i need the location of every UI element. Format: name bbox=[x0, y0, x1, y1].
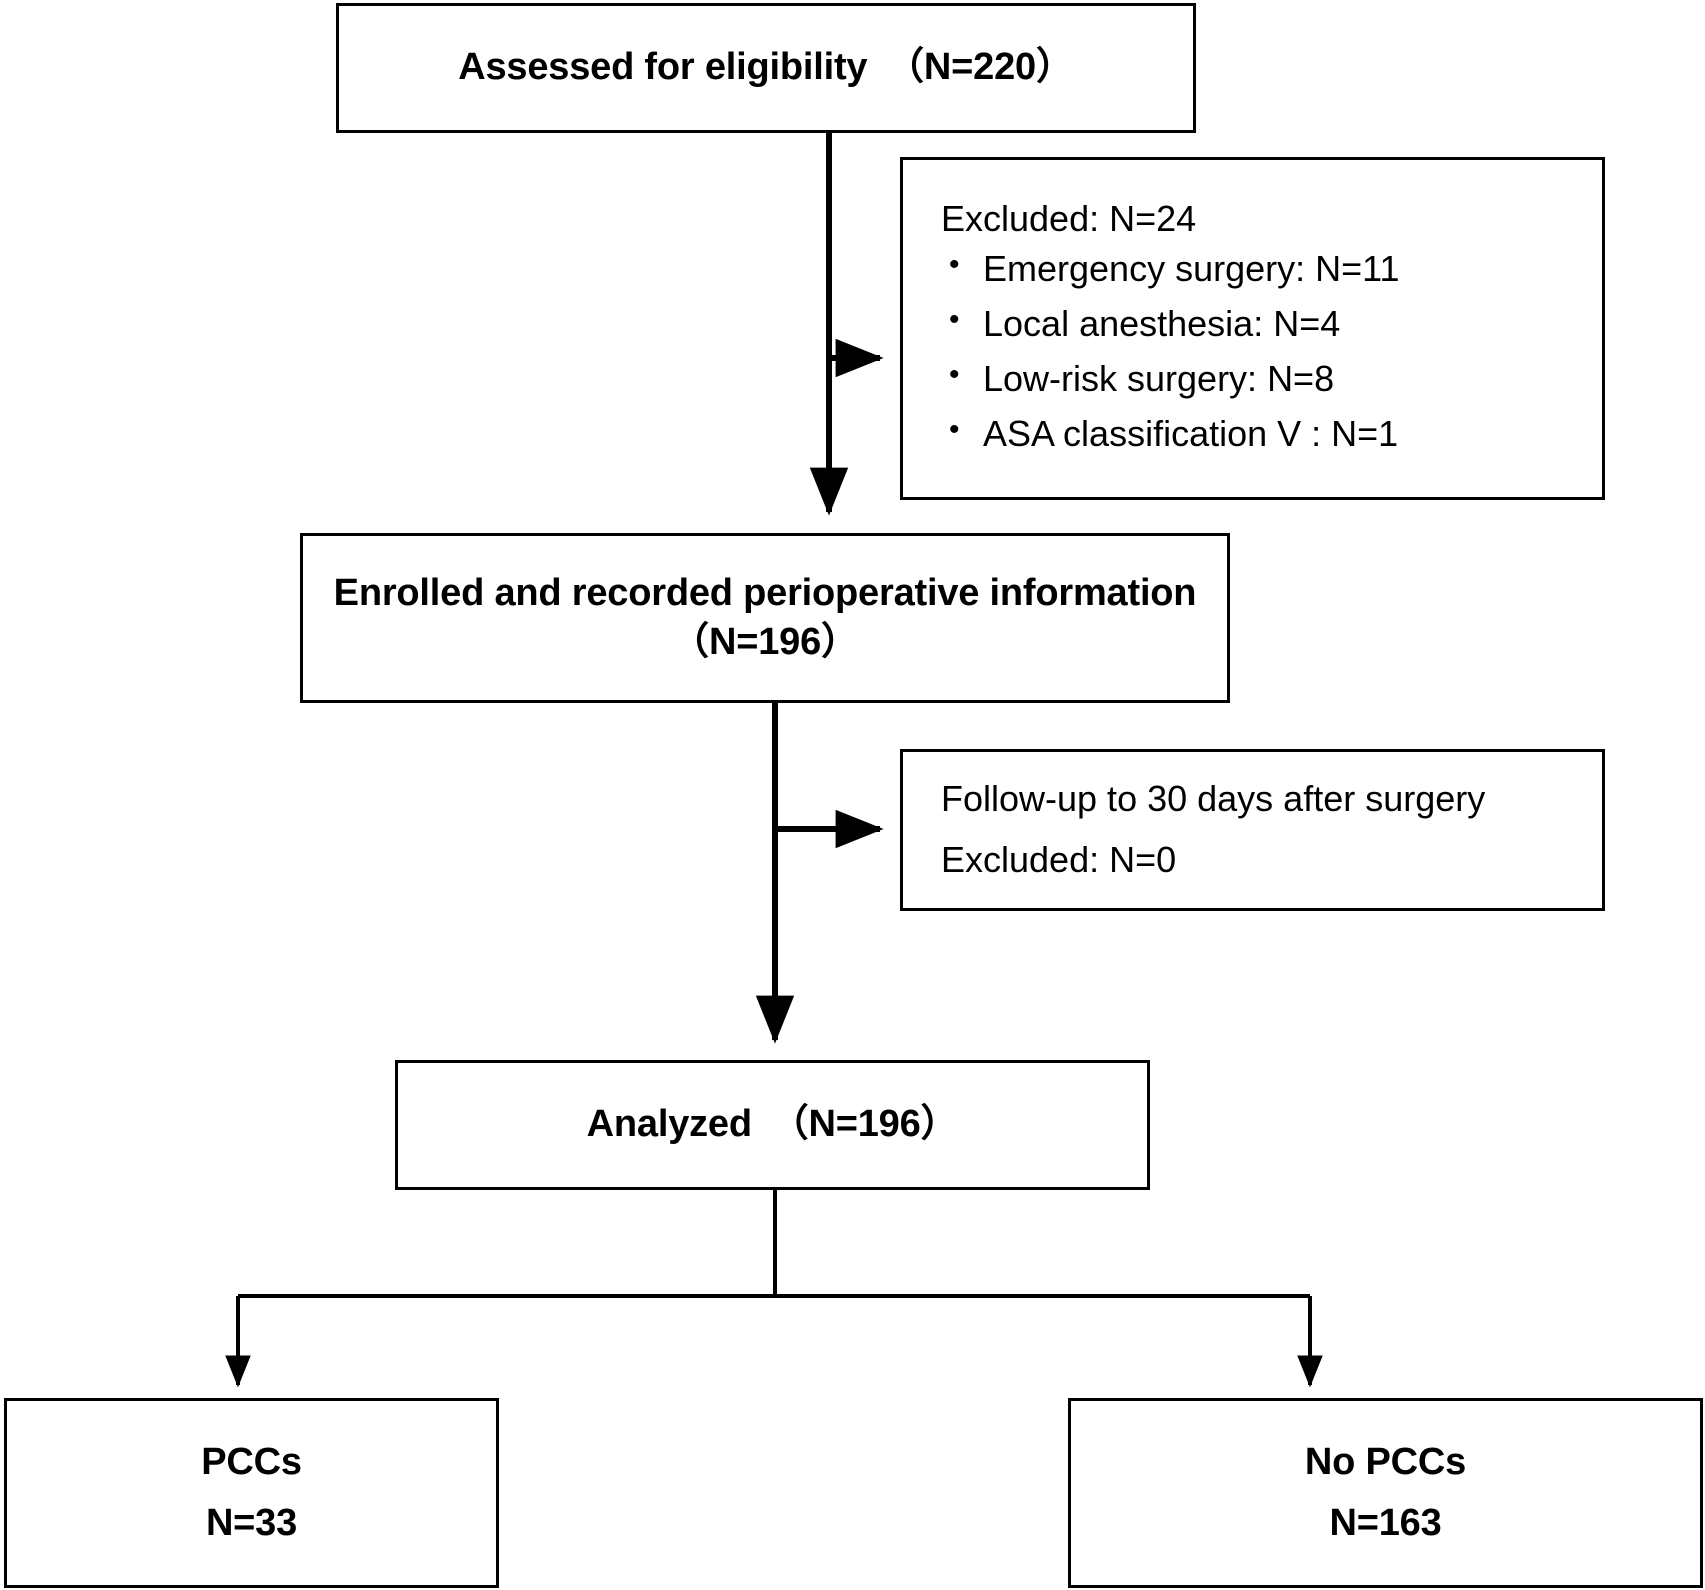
assessed-label: Assessed for eligibility （N=220） bbox=[458, 46, 1074, 89]
node-pccs: PCCs N=33 bbox=[4, 1398, 499, 1588]
excluded-reason-item: ASA classification V : N=1 bbox=[941, 407, 1400, 462]
followup-label-line1: Follow-up to 30 days after surgery bbox=[941, 778, 1486, 820]
excluded-heading: Excluded: N=24 bbox=[941, 197, 1197, 239]
node-assessed-for-eligibility: Assessed for eligibility （N=220） bbox=[336, 3, 1196, 133]
pccs-label-line1: PCCs bbox=[201, 1440, 302, 1483]
excluded-reason-item: Emergency surgery: N=11 bbox=[941, 242, 1400, 297]
node-no-pccs: No PCCs N=163 bbox=[1068, 1398, 1703, 1588]
no-pccs-label-line2: N=163 bbox=[1329, 1502, 1442, 1544]
analyzed-label: Analyzed （N=196） bbox=[586, 1103, 959, 1146]
enrolled-label-line1: Enrolled and recorded perioperative info… bbox=[333, 571, 1197, 614]
enrolled-label-line2: （N=196） bbox=[671, 621, 859, 663]
node-enrolled: Enrolled and recorded perioperative info… bbox=[300, 533, 1230, 703]
pccs-label-line2: N=33 bbox=[205, 1502, 298, 1544]
excluded-reason-item: Low-risk surgery: N=8 bbox=[941, 352, 1400, 407]
node-followup: Follow-up to 30 days after surgery Exclu… bbox=[900, 749, 1605, 911]
node-excluded: Excluded: N=24 Emergency surgery: N=11 L… bbox=[900, 157, 1605, 500]
node-analyzed: Analyzed （N=196） bbox=[395, 1060, 1150, 1190]
followup-label-line2: Excluded: N=0 bbox=[941, 839, 1177, 880]
excluded-reason-list: Emergency surgery: N=11 Local anesthesia… bbox=[941, 242, 1400, 461]
excluded-reason-item: Local anesthesia: N=4 bbox=[941, 297, 1400, 352]
no-pccs-label-line1: No PCCs bbox=[1304, 1440, 1467, 1483]
